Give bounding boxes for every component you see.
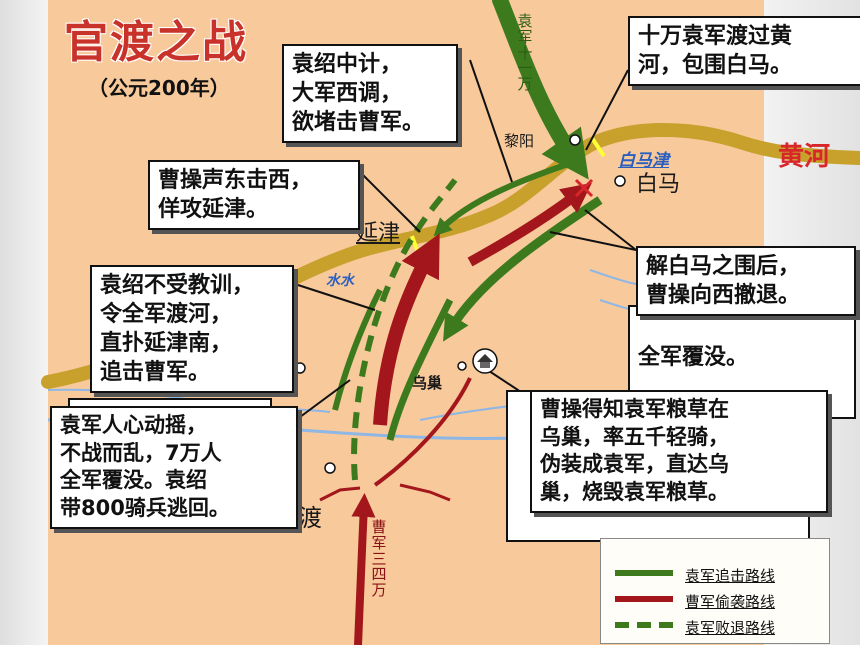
legend-item-yuan-pursuit: 袁军追击路线 xyxy=(615,563,829,585)
army-label-cao: 曹军三四万 xyxy=(371,518,387,599)
place-label-liyang: 黎阳 xyxy=(504,132,535,150)
place-label-baimajin: 白马津 xyxy=(618,151,669,171)
yuan-pursuit-route xyxy=(443,196,603,342)
legend-swatch-yuan-retreat xyxy=(615,622,673,628)
army-label-yuan: 袁军十一万 xyxy=(517,12,533,93)
cao-wuchao-raid xyxy=(373,377,472,487)
yuan-westward-route xyxy=(433,157,581,237)
pointer-cross-river xyxy=(585,69,629,151)
cao-baima-route xyxy=(467,182,592,267)
yellow-river-label: 黄河 xyxy=(778,142,831,172)
yuan-retreat-route xyxy=(351,178,458,481)
place-label-guandu: 渡 xyxy=(298,504,322,532)
battle-mark-baima-2 xyxy=(574,178,594,198)
map-title: 官渡之战 xyxy=(64,17,248,68)
pointer-feint xyxy=(355,167,421,233)
pointer-lift-siege-2 xyxy=(584,209,637,251)
city-marker-liyang xyxy=(569,134,581,146)
fortification-line xyxy=(319,483,451,502)
yuan-pursuit-west xyxy=(332,288,383,411)
pointer-collapse xyxy=(295,379,351,421)
yuan-pursuit-south xyxy=(386,298,454,441)
legend-label-yuan-retreat: 袁军败退路线 xyxy=(685,619,776,637)
river-label-shui: 水水 xyxy=(326,273,354,289)
city-marker-wuchao xyxy=(457,361,467,371)
legend-swatch-cao-raid xyxy=(615,596,673,602)
legend-item-cao-raid: 曹军偷袭路线 xyxy=(615,589,829,611)
city-marker-west xyxy=(294,362,306,374)
callout-lift-siege: 解白马之围后， 曹操向西撤退。 xyxy=(636,246,856,317)
granary-icon xyxy=(472,348,498,374)
place-label-yanjin: 延津 xyxy=(356,221,401,246)
callout-cross-river: 十万袁军渡过黄 河，包围白马。 xyxy=(628,16,860,87)
callout-wuchao-raid: 曹操得知袁军粮草在 乌巢，率五千轻骑， 伪装成袁军，直达乌 巢，烧毁袁军粮草。 xyxy=(530,390,828,513)
city-marker-guandu xyxy=(324,462,336,474)
legend-item-yuan-retreat: 袁军败退路线 xyxy=(615,615,829,637)
yuan-main-advance xyxy=(492,0,589,180)
legend-swatch-yuan-pursuit xyxy=(615,570,673,576)
map-legend: 袁军追击路线 曹军偷袭路线 袁军败退路线 xyxy=(600,538,830,644)
map-year: （公元200年） xyxy=(88,76,230,100)
pointer-lift-siege-1 xyxy=(549,231,637,251)
callout-collapse: 袁军人心动摇， 不战而乱，7万人 全军覆没。袁绍 带800骑兵逃回。 xyxy=(50,406,298,529)
callout-yuan-trick: 袁绍中计， 大军西调， 欲堵击曹军。 xyxy=(282,44,458,144)
callout-no-lesson: 袁绍不受教训， 令全军渡河， 直扑延津南， 追击曹军。 xyxy=(90,265,294,393)
legend-label-cao-raid: 曹军偷袭路线 xyxy=(685,593,776,611)
pointer-no-lesson xyxy=(297,284,376,311)
ford-mark-baimajin xyxy=(590,136,606,158)
place-label-wuchao: 乌巢 xyxy=(412,374,443,392)
callout-feint: 曹操声东击西， 佯攻延津。 xyxy=(148,160,360,231)
cao-main-advance xyxy=(351,493,376,645)
pointer-yuan-trick xyxy=(469,59,513,183)
cao-feint-route xyxy=(373,233,440,426)
place-label-baima: 白马 xyxy=(636,172,681,197)
ink-decoration-left xyxy=(0,0,48,645)
city-marker-baima xyxy=(614,175,626,187)
legend-label-yuan-pursuit: 袁军追击路线 xyxy=(685,567,776,585)
